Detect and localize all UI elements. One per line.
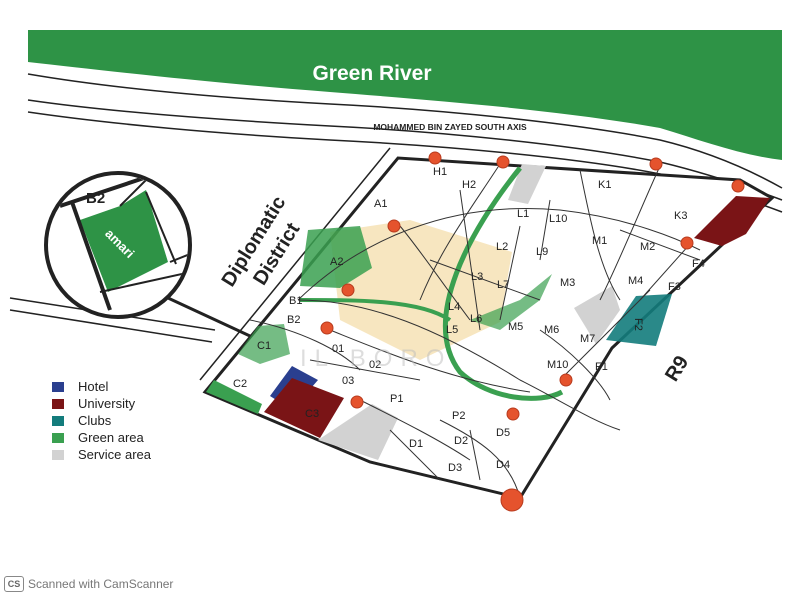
lot-f4: F4 [692,258,705,270]
lot-k1: K1 [598,179,611,191]
clubs-f2 [606,294,672,346]
green-corridor-1 [442,166,564,401]
university-k3 [694,196,770,246]
lot-l9: L9 [536,246,548,258]
lot-m3: M3 [560,277,575,289]
green-area-c2-edge [206,380,262,414]
legend-swatch [52,415,64,426]
lot-o1: 01 [332,343,344,355]
green-area-c1 [238,324,290,364]
lot-d5: D5 [496,427,510,439]
green-area-a2 [300,226,372,288]
legend-item: Clubs [52,412,151,429]
lot-a2: A2 [330,256,343,268]
green-corridor-2 [299,298,452,322]
road-top-label: MOHAMMED BIN ZAYED SOUTH AXIS [373,122,527,132]
lot-m7: M7 [580,333,595,345]
lot-l1: L1 [517,208,529,220]
lot-d4: D4 [496,459,510,471]
scanner-text: Scanned with CamScanner [28,577,174,591]
river-label: Green River [312,62,431,85]
lot-d3: D3 [448,462,462,474]
legend-label: University [78,396,136,411]
lot-l4: L4 [448,301,460,313]
roundabouts [320,151,745,512]
legend-item: University [52,395,151,412]
lot-b2: B2 [287,314,300,326]
lot-f2: F2 [632,318,644,331]
lot-l6: L6 [470,313,482,325]
lot-m2: M2 [640,241,655,253]
lot-a1: A1 [374,198,387,210]
legend-label: Hotel [78,379,109,394]
legend-label: Clubs [78,413,112,428]
internal-roads [249,163,701,499]
lot-k3: K3 [674,210,687,222]
lot-f3: F3 [668,281,681,293]
road-r9-label: R9 [661,352,693,385]
lot-o2: 02 [369,359,381,371]
legend-item: Service area [52,446,151,463]
lot-d2: D2 [454,435,468,447]
legend-item: Hotel [52,378,151,395]
lot-o3: 03 [342,375,354,387]
lot-l7: L7 [497,279,509,291]
lot-f1: F1 [595,361,608,373]
green-river [28,30,782,160]
lot-m6: M6 [544,324,559,336]
legend-swatch [52,398,64,409]
lot-c2: C2 [233,378,247,390]
service-area-m7 [574,286,620,344]
legend-label: Service area [78,447,151,462]
lot-h2: H2 [462,179,476,191]
legend-swatch [52,449,64,460]
lot-m5: M5 [508,321,523,333]
lot-p2: P2 [452,410,465,422]
lot-l10: L10 [549,213,567,225]
lot-m1: M1 [592,235,607,247]
lot-m10: M10 [547,359,568,371]
camscanner-logo: CS [4,576,24,592]
lot-l3: L3 [471,271,483,283]
lot-h1: H1 [433,166,447,178]
service-area-bottom [318,404,398,460]
service-area-top [508,164,546,204]
inset-magnifier: B2 amari [44,171,251,338]
watermark-text: IL BORO [300,345,452,372]
lot-b1: B1 [289,295,302,307]
legend-swatch [52,381,64,392]
lot-m4: M4 [628,275,643,287]
lot-d1: D1 [409,438,423,450]
inset-plot-label: B2 [86,190,105,207]
green-area-l-center [470,274,552,330]
inset-plot-area [80,190,168,292]
legend-item: Green area [52,429,151,446]
scanner-footer: CS Scanned with CamScanner [4,576,173,592]
lot-l5: L5 [446,324,458,336]
lot-p1: P1 [390,393,403,405]
lot-c3: C3 [305,408,319,420]
legend-label: Green area [78,430,144,445]
legend-swatch [52,432,64,443]
lot-c1: C1 [257,340,271,352]
lot-l2: L2 [496,241,508,253]
university-c3 [264,378,344,438]
